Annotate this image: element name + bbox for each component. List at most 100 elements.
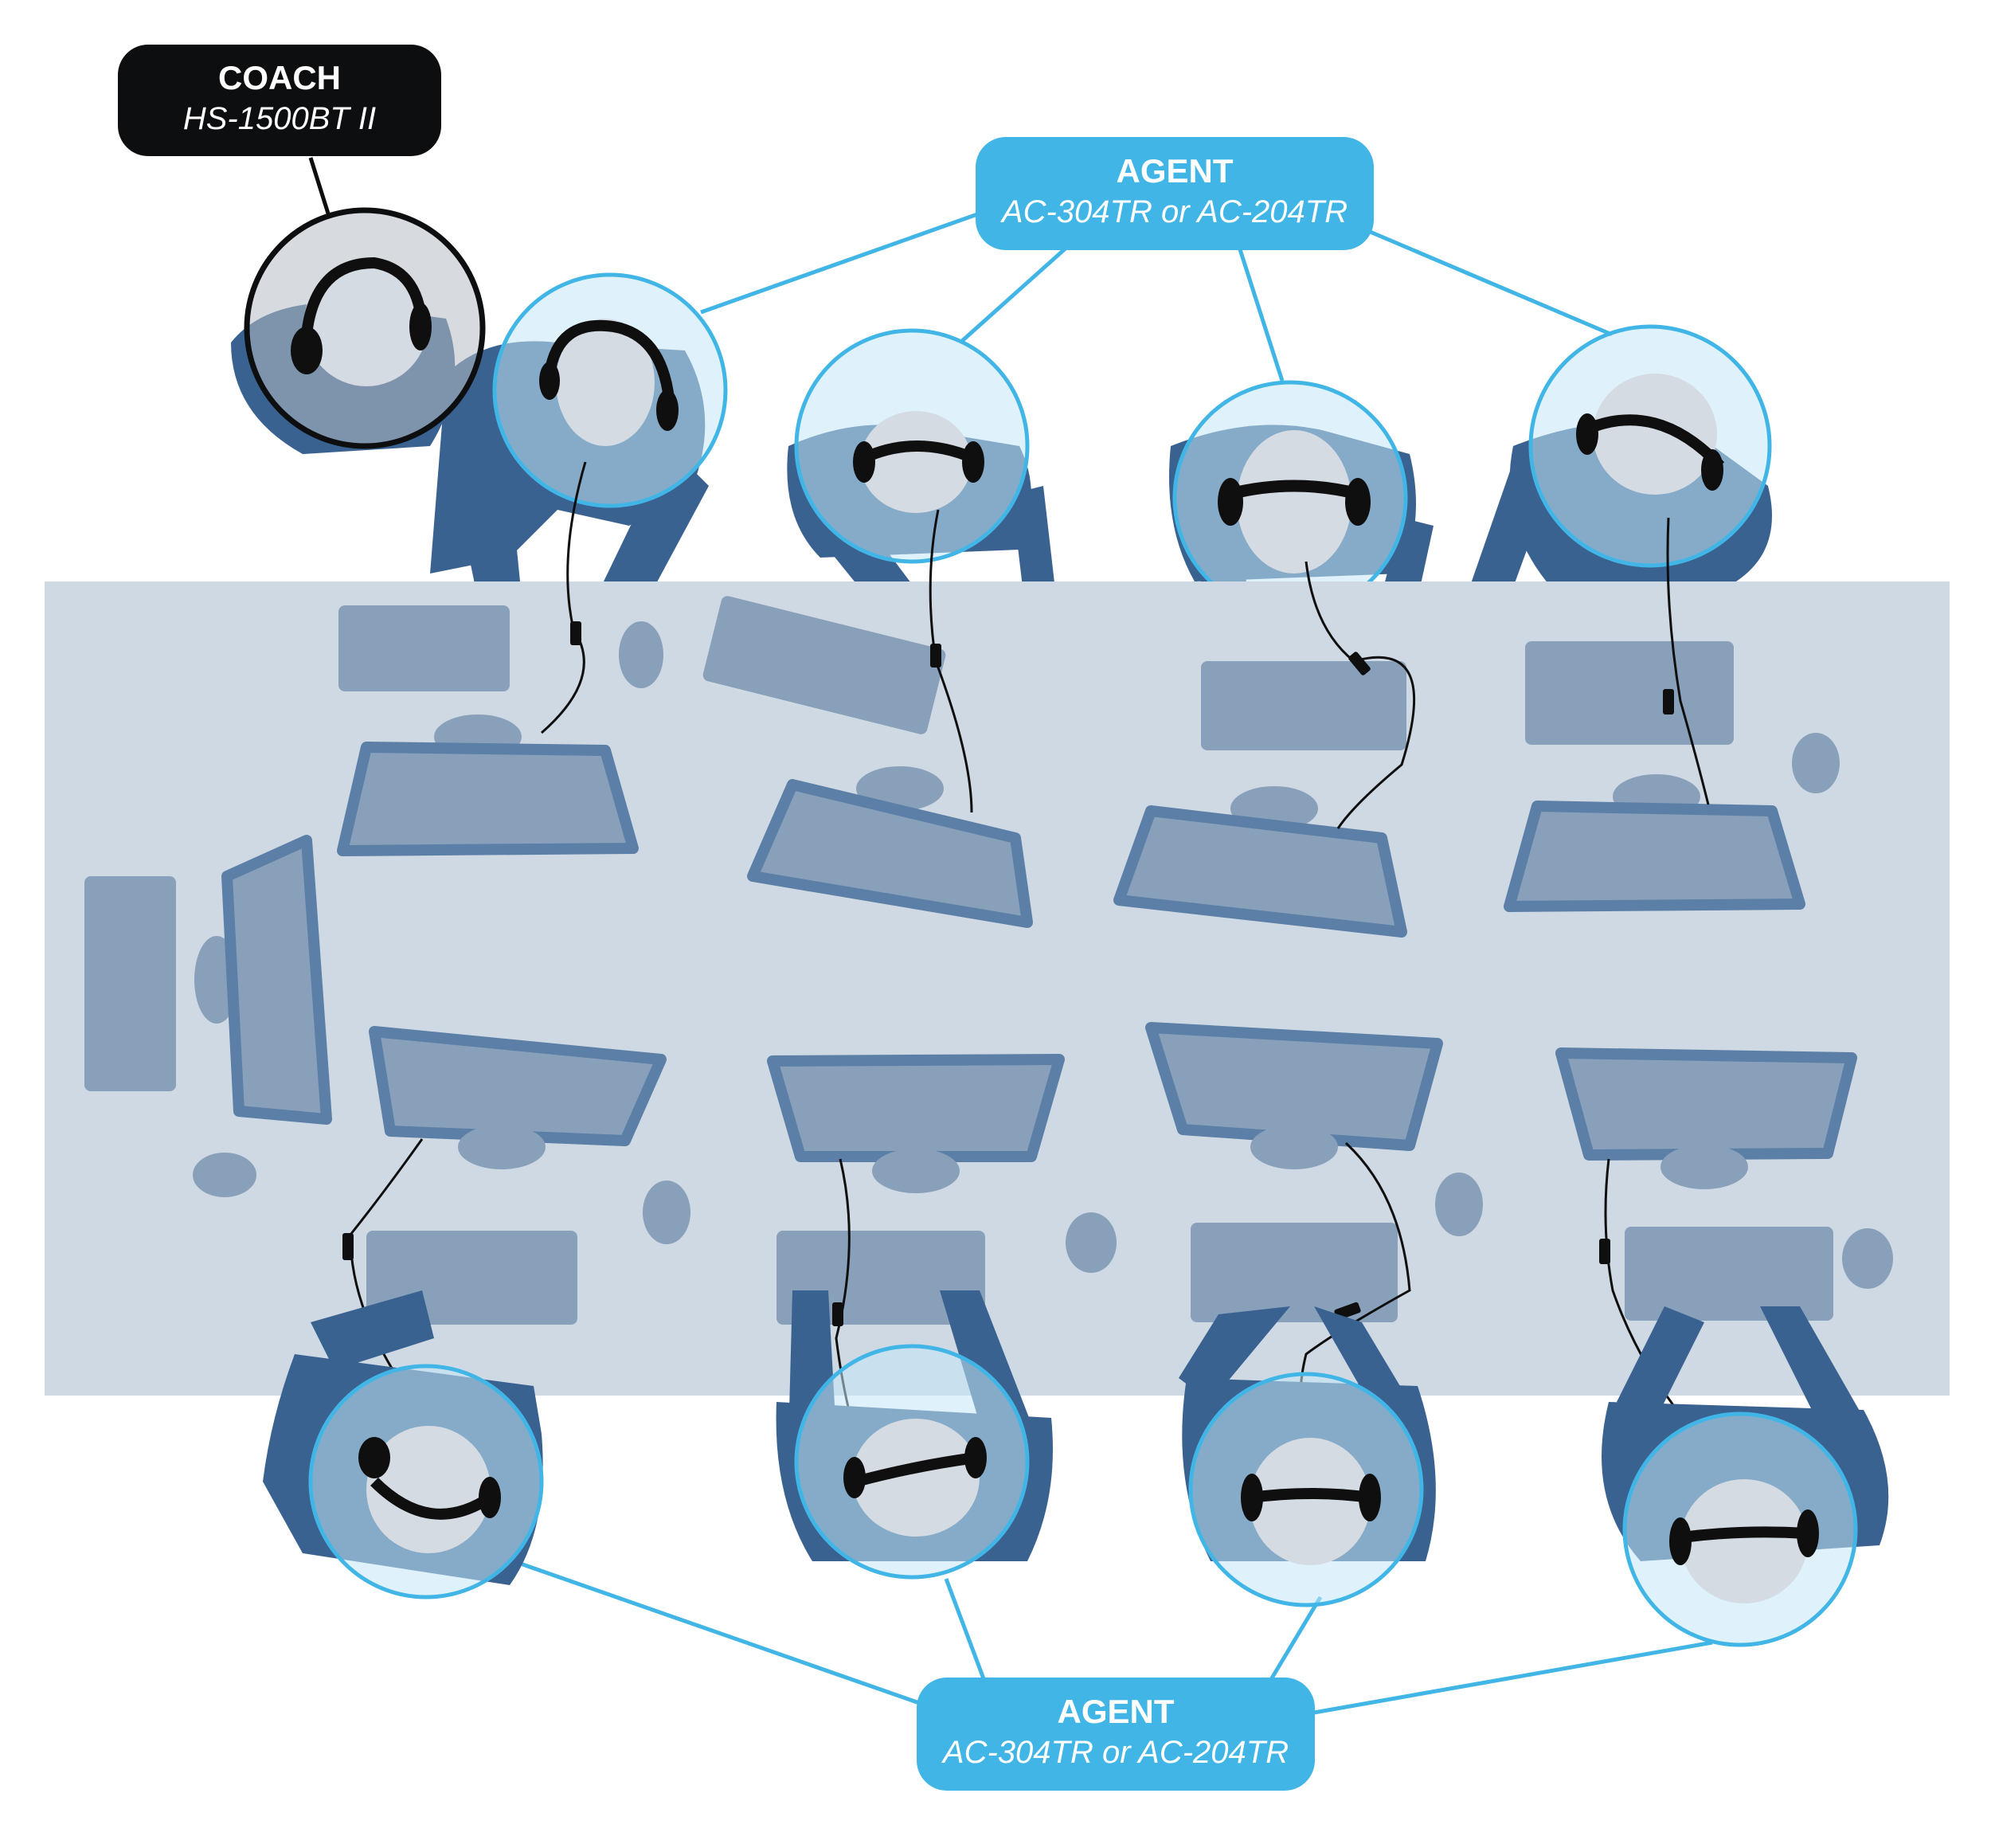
monitor <box>1555 1047 1857 1161</box>
headset-earcup <box>656 390 679 431</box>
side-keyboard <box>84 876 176 1091</box>
monitor <box>767 1054 1065 1162</box>
agent-bottom-2 <box>776 1290 1053 1580</box>
headset-cord <box>1666 517 1710 805</box>
keyboard <box>702 596 946 734</box>
keyboard <box>338 605 510 691</box>
agent-arm <box>311 1290 434 1370</box>
connector-top-3 <box>1237 246 1285 382</box>
keyboard <box>1191 1223 1398 1322</box>
headset-earcup <box>964 1437 987 1478</box>
headset-earcup <box>962 441 984 483</box>
agent-label-top: AGENT AC-304TR or AC-204TR <box>976 137 1374 250</box>
connector-coach <box>308 157 331 214</box>
monitor <box>337 742 639 856</box>
agent-head <box>860 411 972 513</box>
over-ear-headset-icon <box>301 256 428 335</box>
inline-control <box>342 1233 354 1260</box>
headset-earcup <box>1797 1509 1819 1557</box>
over-ear-headset-icon <box>370 1478 493 1520</box>
monitor <box>1113 805 1407 938</box>
agent-label-bottom: AGENT AC-304TR or AC-204TR <box>917 1678 1315 1791</box>
headset-earcup <box>853 441 875 483</box>
bottom-row-monitors <box>369 1022 1857 1162</box>
over-ear-headset-icon <box>544 319 675 399</box>
monitor <box>369 1026 667 1146</box>
top-row-equipment <box>338 596 1840 831</box>
connector-bottom-1 <box>513 1559 925 1707</box>
mouse <box>1435 1173 1483 1236</box>
side-monitor <box>221 835 332 1125</box>
coach-head <box>304 259 428 386</box>
mouse <box>619 621 663 688</box>
agent-top-4 <box>1449 324 1772 653</box>
mouse <box>1842 1228 1893 1289</box>
headset-earcup <box>358 1437 390 1478</box>
over-ear-headset-icon <box>862 440 976 464</box>
agent-head <box>1237 430 1351 574</box>
mouse <box>193 1153 256 1197</box>
headset-earcup <box>479 1477 501 1518</box>
mouse <box>1792 733 1840 793</box>
headset-earcup <box>1669 1517 1692 1565</box>
headset-earcup <box>1218 478 1243 526</box>
agent-arm <box>1760 1306 1864 1434</box>
inline-control <box>930 644 941 668</box>
over-ear-headset-icon <box>1229 480 1359 500</box>
agent-head <box>1250 1438 1371 1565</box>
keyboard <box>1201 661 1406 750</box>
agent-role-bottom: AGENT <box>1057 1693 1175 1730</box>
headset-earcup <box>1701 449 1723 491</box>
coach-model: HS-1500BT II <box>182 101 377 136</box>
monitor <box>747 779 1033 928</box>
agent-arm <box>1617 1306 1704 1418</box>
top-row-monitors <box>337 742 1805 938</box>
inline-control <box>570 621 581 645</box>
connector-bottom-3 <box>1268 1595 1323 1682</box>
connector-top-2 <box>960 245 1069 343</box>
monitor-stand <box>1250 1125 1338 1169</box>
agent-bottom-1 <box>263 1290 544 1599</box>
connector-bottom-2 <box>944 1578 987 1682</box>
headset-earcup <box>843 1457 866 1498</box>
headset-earcup <box>1359 1474 1381 1521</box>
monitor <box>1145 1022 1443 1151</box>
connector-top-1 <box>700 211 980 315</box>
agent-model-top: AC-304TR or AC-204TR <box>1001 194 1348 229</box>
over-ear-headset-icon <box>1251 1488 1371 1503</box>
agents-bottom-row <box>263 1290 1889 1647</box>
headset-earcup <box>409 303 432 350</box>
headset-earcup <box>1241 1474 1263 1521</box>
connector-top-4 <box>1367 229 1613 337</box>
monitor-stand <box>872 1149 960 1193</box>
agent-role-top: AGENT <box>1116 152 1234 190</box>
monitor-stand <box>458 1125 546 1169</box>
mouse <box>1066 1212 1117 1273</box>
inline-control <box>1663 689 1674 715</box>
keyboard <box>1525 641 1734 745</box>
headset-earcup <box>1576 413 1598 455</box>
over-ear-headset-icon <box>1681 1526 1807 1543</box>
over-ear-headset-icon <box>855 1452 976 1487</box>
coach-label: COACH HS-1500BT II <box>118 45 441 156</box>
inline-control <box>1348 652 1371 675</box>
inline-control <box>1599 1239 1610 1264</box>
agent-head <box>1593 374 1717 495</box>
connector-bottom-4 <box>1313 1640 1713 1715</box>
mouse <box>643 1180 690 1244</box>
headset-earcup <box>1345 478 1371 526</box>
agents-top-row <box>430 272 1772 709</box>
bottom-row-equipment <box>366 1125 1893 1325</box>
agent-model-bottom: AC-304TR or AC-204TR <box>942 1735 1289 1770</box>
headset-earcup <box>539 362 560 400</box>
agent-head <box>852 1419 980 1537</box>
monitor-stand <box>1660 1145 1748 1189</box>
agent-bottom-3 <box>1179 1306 1436 1607</box>
headset-earcup <box>291 327 323 374</box>
headset-cord <box>1305 561 1416 829</box>
coach-role: COACH <box>218 59 341 96</box>
side-workstation <box>84 835 332 1197</box>
keyboard <box>1625 1227 1833 1321</box>
agent-head <box>366 1426 491 1553</box>
